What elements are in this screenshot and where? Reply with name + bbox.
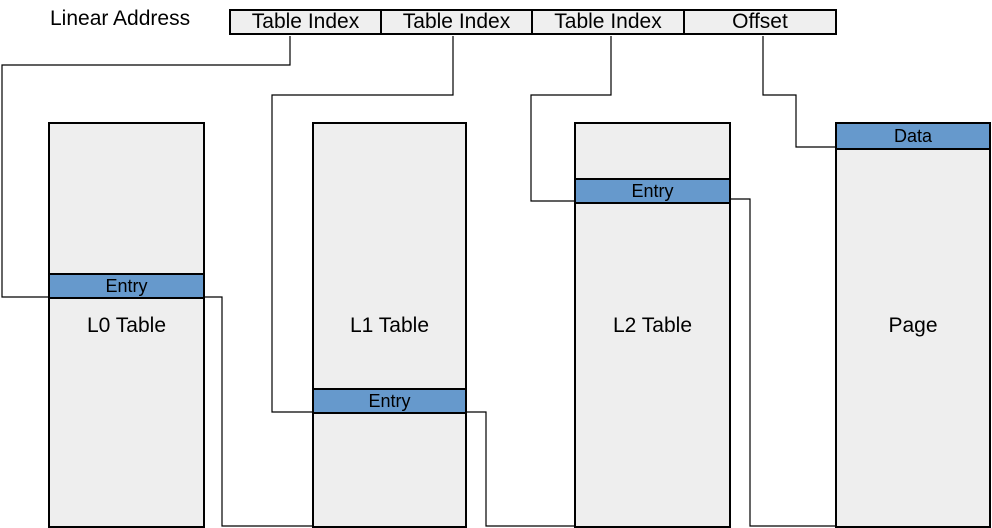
connector-offset-to-data [762,36,836,148]
connector-index2-to-l2 [530,36,612,202]
linear-address-label: Linear Address [50,7,191,30]
connector-l1-to-l2 [465,411,576,527]
connector-l0-to-l1 [203,296,313,527]
connector-index0-to-l0 [1,36,291,298]
address-field-table-index-1: Table Index [380,9,533,35]
page-data-entry: Data [837,124,989,150]
l1-entry: Entry [314,388,465,414]
connector-l2-to-page [729,198,836,527]
address-field-table-index-0: Table Index [229,9,382,35]
page-label: Page [888,314,938,337]
l2-entry: Entry [576,178,729,204]
l2-table: Entry L2 Table [574,122,731,528]
address-field-offset: Offset [683,9,837,35]
page-table: Data Page [835,122,991,528]
l1-table: Entry L1 Table [312,122,467,528]
address-field-table-index-2: Table Index [531,9,685,35]
connector-index1-to-l1 [271,36,454,413]
l0-table: Entry L0 Table [48,122,205,528]
l0-entry: Entry [50,273,203,299]
l1-table-label: L1 Table [349,314,430,337]
l2-table-label: L2 Table [612,314,693,337]
l0-table-label: L0 Table [86,314,167,337]
